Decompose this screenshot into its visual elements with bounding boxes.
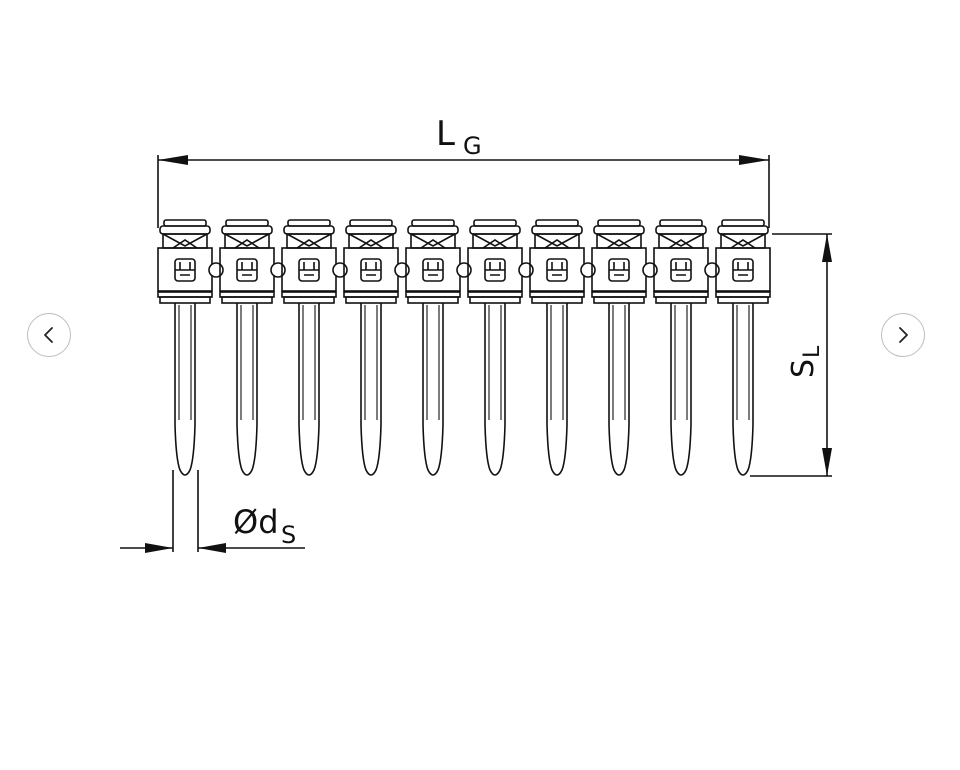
diameter-subscript: S bbox=[281, 521, 296, 549]
chevron-left-icon bbox=[44, 327, 53, 343]
connector-ring bbox=[456, 262, 472, 278]
arrowhead-left-icon bbox=[158, 155, 188, 165]
carousel-next-button[interactable] bbox=[881, 313, 925, 357]
nail bbox=[157, 219, 213, 476]
nail bbox=[467, 219, 523, 476]
chevron-right-icon bbox=[899, 327, 908, 343]
arrowhead-down-icon bbox=[822, 448, 832, 476]
arrowhead-in-left-icon bbox=[145, 543, 173, 553]
arrowhead-up-icon bbox=[822, 234, 832, 262]
nail bbox=[653, 219, 709, 476]
arrowhead-in-right-icon bbox=[198, 543, 226, 553]
connector-ring bbox=[332, 262, 348, 278]
connector-ring bbox=[642, 262, 658, 278]
connector-ring bbox=[270, 262, 286, 278]
diameter-label: Ød bbox=[233, 503, 279, 541]
shank-label-group: S L bbox=[786, 345, 825, 378]
nail bbox=[219, 219, 275, 476]
nail bbox=[405, 219, 461, 476]
connector-ring bbox=[580, 262, 596, 278]
nail-strip bbox=[157, 219, 771, 476]
nail bbox=[715, 219, 771, 476]
nail bbox=[281, 219, 337, 476]
arrowhead-right-icon bbox=[739, 155, 769, 165]
shank-subscript: L bbox=[800, 345, 825, 358]
diameter-dimension bbox=[120, 470, 305, 553]
shank-label: S bbox=[786, 359, 821, 378]
length-label: L bbox=[436, 114, 455, 154]
nail bbox=[591, 219, 647, 476]
connector-ring bbox=[394, 262, 410, 278]
nail bbox=[529, 219, 585, 476]
shank-dimension bbox=[750, 233, 832, 477]
length-subscript: G bbox=[463, 132, 482, 160]
connector-ring bbox=[208, 262, 224, 278]
connector-ring bbox=[704, 262, 720, 278]
nail bbox=[343, 219, 399, 476]
length-dimension bbox=[157, 155, 770, 228]
connector-ring bbox=[518, 262, 534, 278]
carousel-prev-button[interactable] bbox=[27, 313, 71, 357]
